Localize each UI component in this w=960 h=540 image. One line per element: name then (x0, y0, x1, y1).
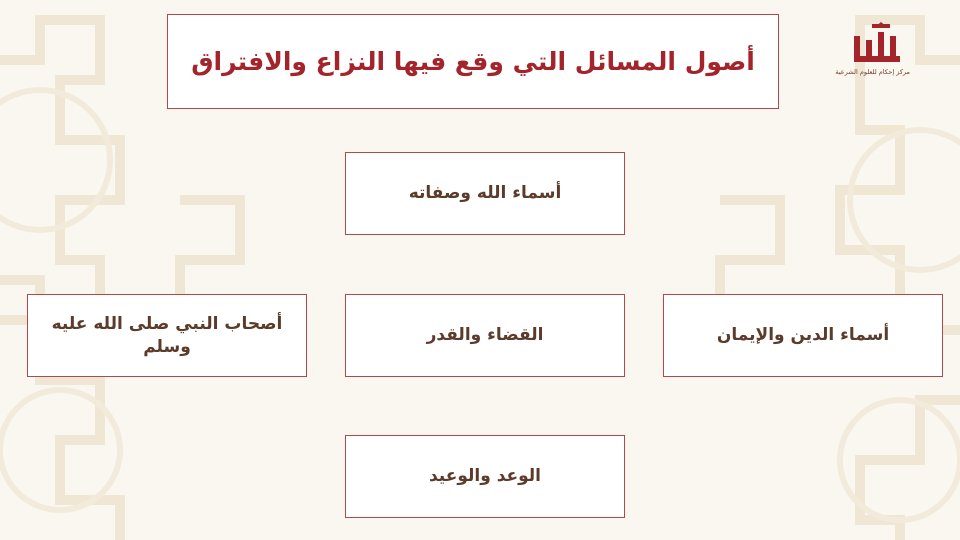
topic-decree: القضاء والقدر (345, 294, 625, 377)
page-title: أصول المسائل التي وقع فيها النزاع والافت… (167, 14, 779, 109)
topic-names-attributes: أسماء الله وصفاته (345, 152, 625, 235)
logo-mark-icon (854, 22, 900, 62)
brand-logo: مركز إحكام للعلوم الشرعية (835, 22, 910, 92)
topic-promise-threat: الوعد والوعيد (345, 435, 625, 518)
logo-subtitle: مركز إحكام للعلوم الشرعية (835, 68, 910, 76)
topic-faith-names: أسماء الدين والإيمان (663, 294, 943, 377)
topic-companions: أصحاب النبي صلى الله عليه وسلم (27, 294, 307, 377)
